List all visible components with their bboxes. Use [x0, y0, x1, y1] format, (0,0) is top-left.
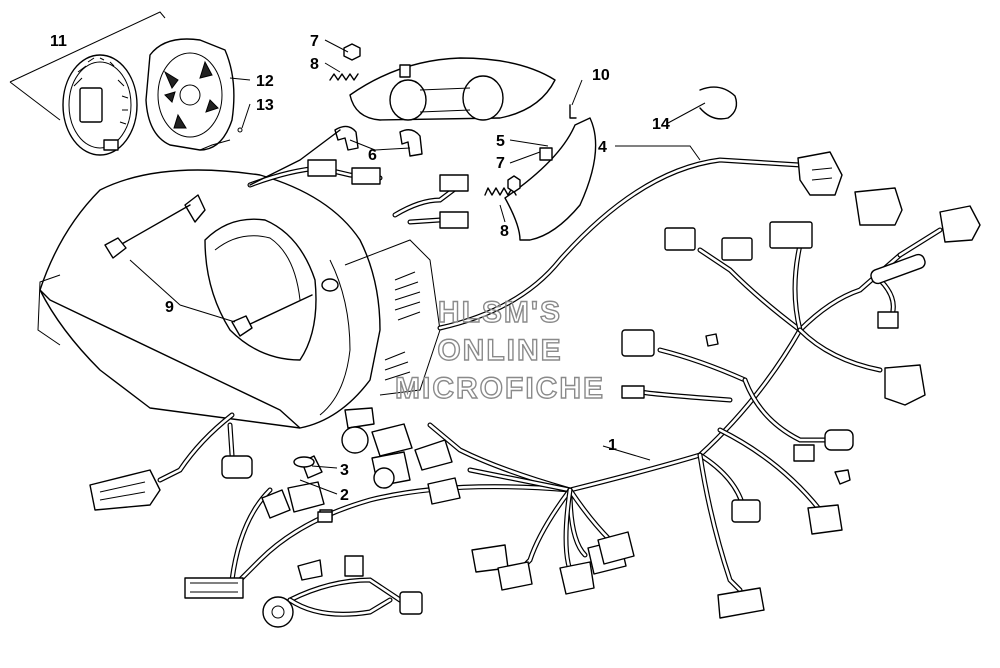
watermark: HLSM'S ONLINE MICROFICHE — [394, 295, 605, 405]
callout-2: 2 — [340, 487, 349, 504]
leader-lines — [129, 39, 706, 495]
bolt-9-upper — [104, 204, 191, 259]
rubber-elbows-6 — [334, 125, 423, 157]
upper-shroud-left — [349, 57, 556, 121]
callout-12: 12 — [256, 73, 274, 90]
gauge-housing — [145, 38, 243, 151]
harness-4 — [437, 151, 843, 331]
callout-8-lower: 8 — [500, 223, 509, 240]
nut-7-lower — [507, 175, 521, 193]
watermark-line-1: HLSM'S — [438, 296, 562, 329]
clip-ring-14 — [699, 86, 738, 120]
bracket-11 — [9, 11, 166, 121]
nut-7-upper — [343, 43, 361, 61]
watermark-line-2: ONLINE — [437, 334, 562, 367]
callout-5: 5 — [496, 133, 505, 150]
bolt-9-lower — [231, 294, 313, 337]
hood-body — [37, 169, 441, 429]
spring-8-upper — [329, 73, 359, 81]
right-shroud — [504, 104, 597, 241]
callout-6: 6 — [368, 147, 377, 164]
left-connectors — [89, 407, 635, 628]
callout-9: 9 — [165, 299, 174, 316]
callout-1: 1 — [608, 437, 617, 454]
callout-14: 14 — [652, 116, 670, 133]
right-connectors — [621, 187, 981, 619]
upper-harness — [247, 129, 469, 229]
callout-7-lower: 7 — [496, 155, 505, 172]
callout-3: 3 — [340, 462, 349, 479]
callout-11: 11 — [50, 33, 67, 50]
callout-10: 10 — [592, 67, 610, 84]
callout-7-upper: 7 — [310, 33, 319, 50]
callout-13: 13 — [256, 97, 274, 114]
speedometer-gauge — [62, 54, 138, 156]
callout-labels: 1 2 3 4 5 6 7 7 8 8 9 10 11 12 13 14 — [50, 33, 670, 504]
main-harness-1 — [567, 227, 943, 593]
callout-4: 4 — [598, 139, 607, 156]
callout-8-upper: 8 — [310, 56, 319, 73]
watermark-line-3: MICROFICHE — [395, 372, 605, 405]
